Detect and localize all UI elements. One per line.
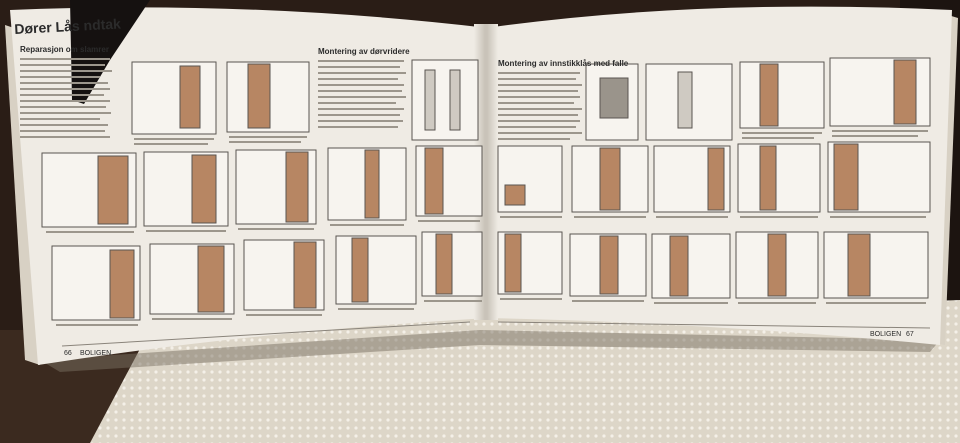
illustration-panel [335,235,417,305]
illustration-panel [739,61,825,129]
right-text-column [498,72,582,140]
right-illustrations [497,57,931,299]
illustration-panel [737,143,821,213]
right-footer-label: BOLIGEN [870,331,902,338]
left-column-title: Montering av dørvridere [318,47,410,56]
left-footer-page-number: 66 [64,350,72,357]
left-illustrations [41,59,483,321]
left-captions [46,136,482,326]
left-section-title: Reparasjon om slamrer [20,45,109,54]
left-footer-label: BOLIGEN [80,350,112,357]
right-footer-page-number: 67 [906,331,914,338]
book-shadow [40,330,940,372]
dorvridere-text-column [318,60,406,128]
page-stack-left [5,25,40,365]
illustration-panel [131,61,217,135]
right-footer-rule [497,321,931,329]
left-text-column [20,58,112,138]
right-section-title: Montering av innstikklås med falle [498,59,629,68]
right-captions [500,130,928,304]
left-footer-rule [61,321,471,347]
illustration-panel [411,59,479,141]
illustration-panel [651,233,731,299]
illustration-panel [823,231,929,299]
